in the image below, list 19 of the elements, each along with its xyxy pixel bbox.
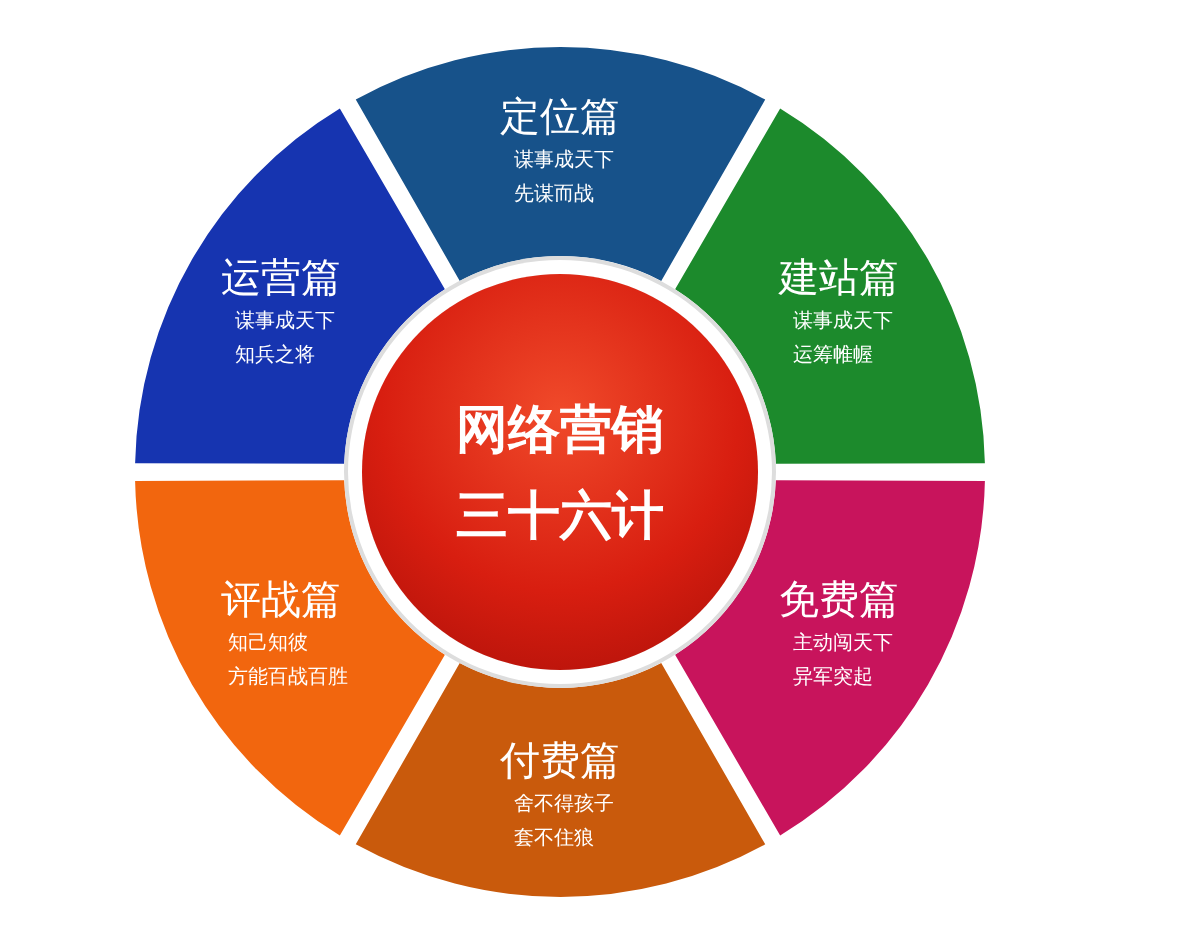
segment-text: 舍不得孩子 bbox=[514, 790, 614, 817]
segment-title: 付费篇 bbox=[500, 736, 620, 785]
segment-text: 谋事成天下 bbox=[514, 146, 614, 173]
segment-text: 主动闯天下 bbox=[792, 629, 893, 656]
segment-text: 谋事成天下 bbox=[792, 307, 893, 334]
segment-text: 异军突起 bbox=[792, 663, 873, 690]
segment-title: 建站篇 bbox=[778, 253, 899, 302]
segment-text: 套不住狼 bbox=[514, 824, 594, 851]
segment-text: 谋事成天下 bbox=[235, 307, 336, 334]
segment-text: 方能百战百胜 bbox=[228, 663, 349, 690]
segment-title: 评战篇 bbox=[221, 575, 342, 624]
segment-text: 知兵之将 bbox=[235, 341, 316, 368]
segment-text: 先谋而战 bbox=[514, 180, 594, 207]
segment-title: 免费篇 bbox=[778, 575, 899, 624]
segment-title: 定位篇 bbox=[500, 92, 620, 141]
segment-title: 运营篇 bbox=[221, 253, 342, 302]
center-title: 网络营销三十六计 bbox=[455, 398, 665, 547]
segment-text: 运筹帷幄 bbox=[792, 341, 873, 368]
segment-text: 知己知彼 bbox=[228, 629, 309, 656]
